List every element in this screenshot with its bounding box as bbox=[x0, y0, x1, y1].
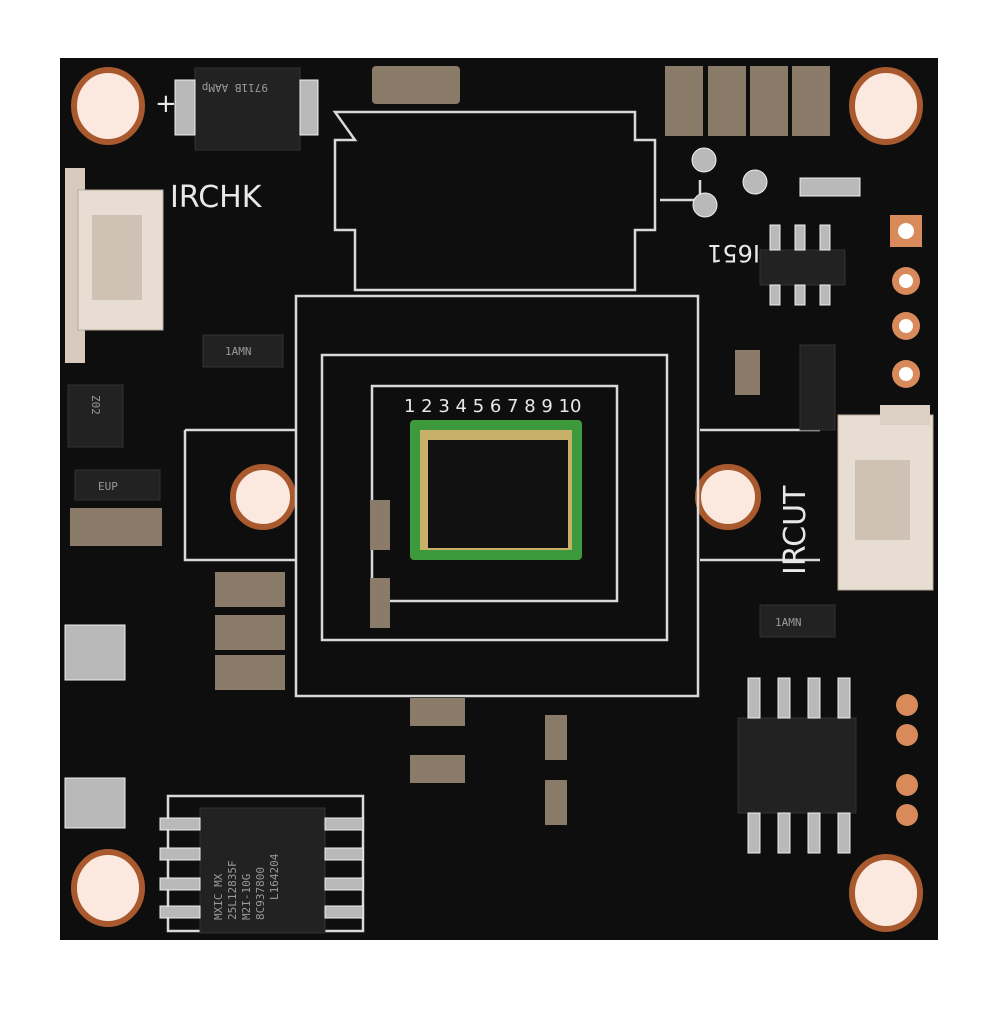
transistor-right-marking: 1AMN bbox=[775, 616, 802, 629]
svg-text:25L12835F: 25L12835F bbox=[226, 860, 239, 920]
transistor-top-marking: 1AMN bbox=[225, 345, 252, 358]
diode-marking: 9711B AAMp bbox=[202, 81, 268, 94]
svg-text:L164204: L164204 bbox=[268, 853, 281, 900]
ic-pins bbox=[159, 224, 851, 919]
regulator-marking: EUP bbox=[98, 480, 118, 493]
flash-chip-marking: MXIC MX 25L12835F M2I-10G 8C937800 L1642… bbox=[212, 853, 281, 920]
connector-irchk bbox=[65, 168, 164, 363]
connector-ircut bbox=[837, 405, 934, 591]
irchk-label: IRCHK bbox=[170, 180, 263, 215]
ircut-label: IRCUT bbox=[778, 485, 813, 575]
passive-components bbox=[64, 66, 861, 829]
integrated-circuits bbox=[67, 67, 857, 934]
plus-mark: + bbox=[155, 89, 177, 119]
silk-code-label: I651 bbox=[707, 239, 760, 267]
image-sensor bbox=[410, 420, 582, 560]
zener-marking: Z02 bbox=[89, 395, 102, 415]
svg-text:M2I-10G: M2I-10G bbox=[240, 874, 253, 920]
mounting-holes bbox=[71, 67, 923, 932]
resistor-marking: 100 bbox=[808, 388, 829, 401]
svg-text:MXIC MX: MXIC MX bbox=[212, 873, 225, 920]
edge-pads bbox=[890, 215, 922, 826]
svg-text:8C937800: 8C937800 bbox=[254, 867, 267, 920]
pin-numbers: 1 2 3 4 5 6 7 8 9 10 bbox=[404, 396, 581, 417]
